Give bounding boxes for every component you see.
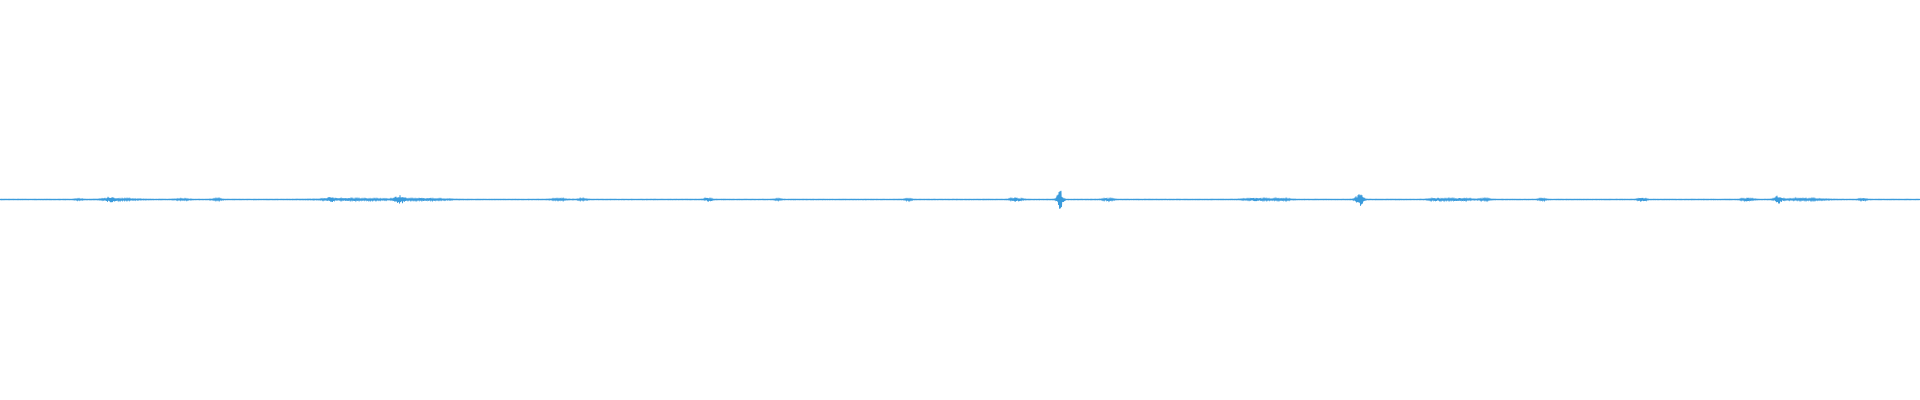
waveform-trace — [0, 190, 1920, 209]
